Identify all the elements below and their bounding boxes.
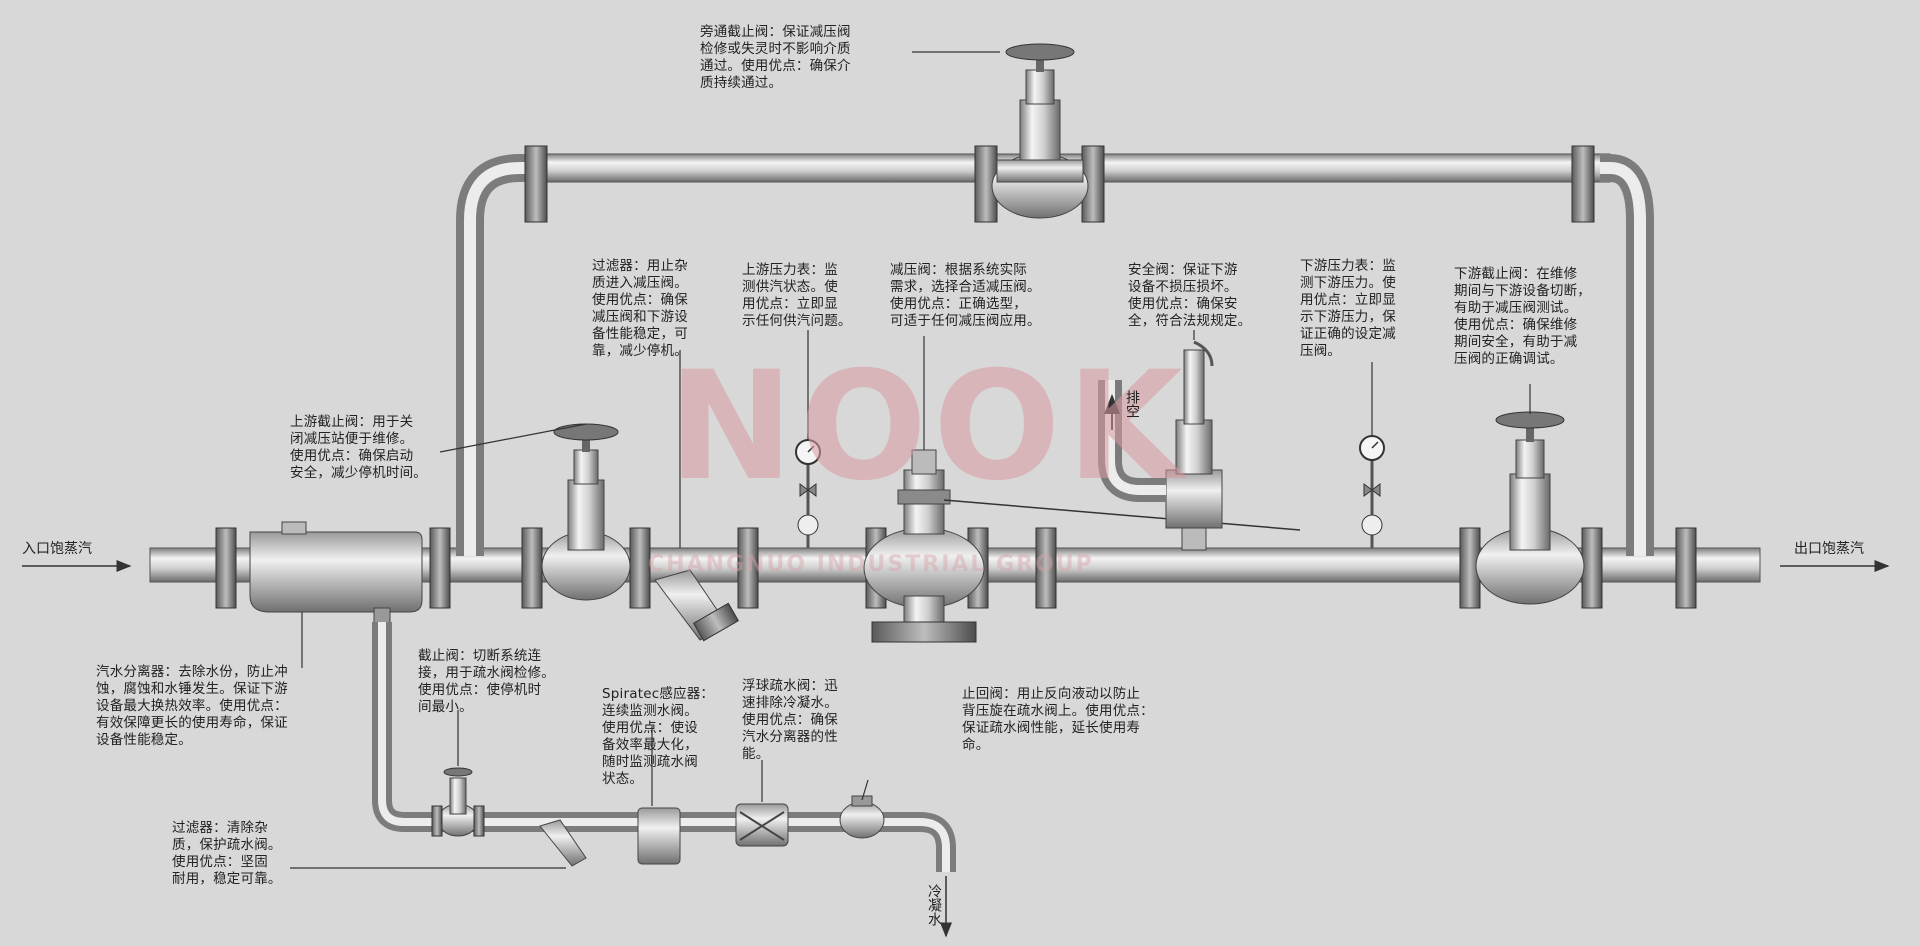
- callout-upstream-gauge: 上游压力表：监 测供汽状态。使 用优点：立即显 示任何供汽问题。: [742, 262, 852, 329]
- callout-spiratec: Spiratec感应器： 连续监测水阀。 使用优点：使设 备效率最大化， 随时监…: [602, 686, 715, 787]
- safety-valve: [1098, 340, 1223, 551]
- downstream-stop-valve: [1475, 411, 1585, 605]
- drain-y-strainer: [539, 819, 587, 867]
- callout-float-trap: 浮球疏水阀：迅 速排除冷凝水。 使用优点：确保 汽水分离器的性 能。: [742, 678, 838, 762]
- leader-lines: [290, 51, 1531, 869]
- upstream-stop-valve: [541, 423, 631, 601]
- callout-upstream-stop-valve: 上游截止阀：用于关 闭减压站便于维修。 使用优点：确保启动 安全，减少停机时间。: [290, 414, 427, 481]
- check-valve: [839, 795, 885, 839]
- drain-stop-valve: [431, 767, 485, 837]
- callout-safety-valve: 安全阀：保证下游 设备不损压损坏。 使用优点：确保安 全，符合法规规定。: [1128, 262, 1252, 329]
- bypass-flanges: [524, 145, 1595, 223]
- callout-check-valve: 止回阀：用止反向液动以防止 背压旋在疏水阀上。使用优点： 保证疏水阀性能，延长使…: [962, 686, 1154, 753]
- downstream-pressure-gauge: [1359, 435, 1385, 548]
- upstream-pressure-gauge: [795, 439, 821, 548]
- bypass-left-riser: [456, 154, 540, 556]
- callout-drain-strainer: 过滤器：清除杂 质，保护疏水阀。 使用优点：坚固 耐用，稳定可靠。: [172, 820, 282, 887]
- brand-watermark: NOOK: [668, 340, 1189, 514]
- callout-downstream-stop-valve: 下游截止阀：在维修 期间与下游设备切断， 有助于减压阀测试。 使用优点：确保维修…: [1454, 266, 1591, 367]
- bypass-stop-valve: [991, 43, 1089, 219]
- callout-drain-stop-valve: 截止阀：切断系统连 接，用于疏水阀检修。 使用优点：使停机时 间最小。: [418, 648, 555, 715]
- callout-downstream-gauge: 下游压力表：监 测下游压力。使 用优点：立即显 示下游压力，保 证正确的设定减 …: [1300, 258, 1396, 359]
- outlet-label: 出口饱蒸汽: [1794, 541, 1864, 557]
- steam-separator: [249, 521, 423, 625]
- inlet-label: 入口饱蒸汽: [22, 541, 92, 557]
- callout-reducing-valve: 减压阀：根据系统实际 需求，选择合适减压阀。 使用优点：正确选型， 可适于任何减…: [890, 262, 1041, 329]
- callout-main-strainer: 过滤器：用止杂 质进入减压阀。 使用优点：确保 减压阀和下游设 备性能稳定，可 …: [592, 258, 688, 359]
- main-y-strainer: [654, 569, 740, 642]
- callout-bypass-stop-valve: 旁通截止阀：保证减压阀 检修或失灵时不影响介质 通过。使用优点：确保介 质持续通…: [700, 24, 851, 91]
- main-flanges: [215, 527, 1697, 609]
- condensate-label: 冷凝水: [926, 884, 942, 926]
- float-trap: [735, 803, 789, 847]
- exhaust-label: 排空: [1124, 390, 1140, 418]
- callout-separator: 汽水分离器：去除水份，防止冲 蚀，腐蚀和水锤发生。保证下游 设备最大换热效率。使…: [96, 664, 288, 748]
- spiratec-sensor: [637, 807, 681, 865]
- brand-watermark-subtitle: CHANGNUO INDUSTRIAL GROUP: [648, 552, 1094, 577]
- pressure-reducing-valve: [863, 449, 1301, 643]
